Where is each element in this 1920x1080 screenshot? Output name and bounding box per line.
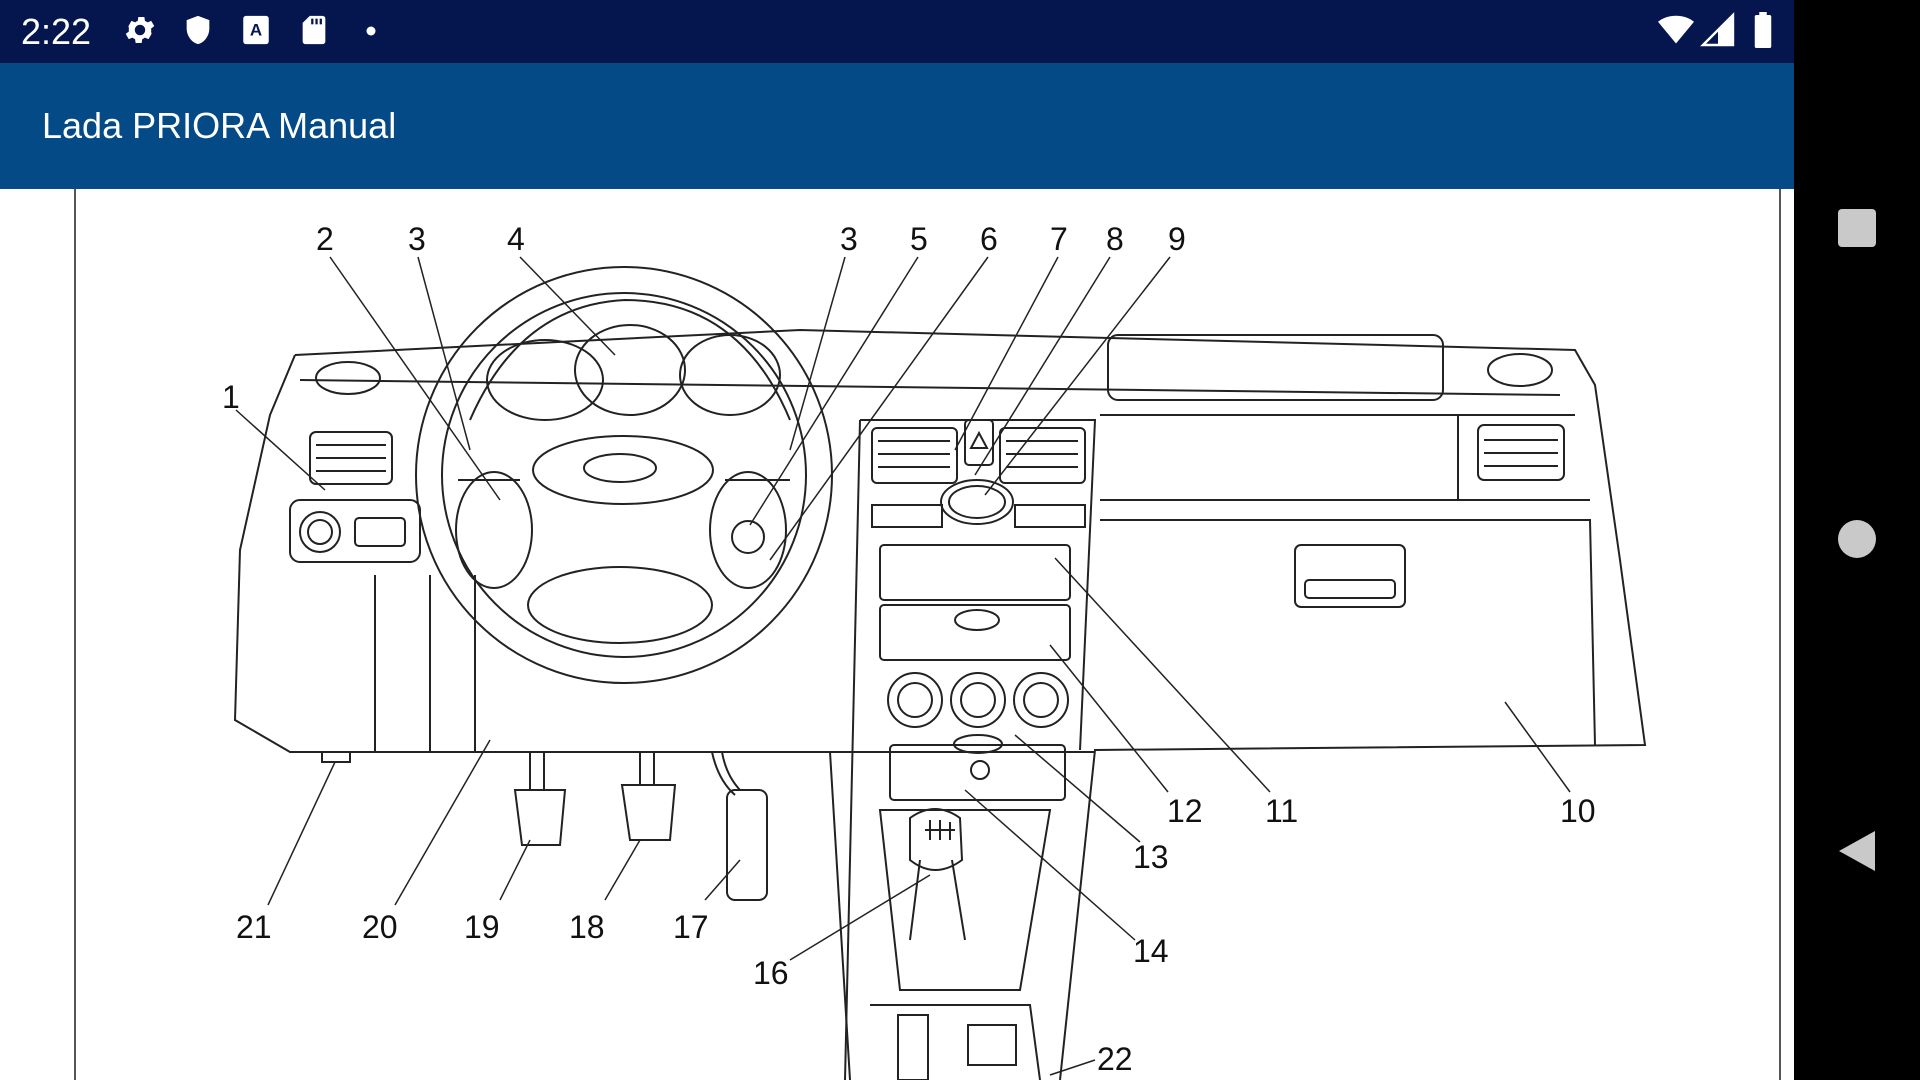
callout-5: 5 [910,221,928,257]
home-circle-icon[interactable] [1824,506,1890,572]
shield-icon [181,12,215,53]
battery-icon [1752,12,1774,53]
keyboard-a-icon: A [239,12,273,53]
recents-square-icon[interactable] [1824,195,1890,261]
callout-21: 21 [236,909,272,945]
status-bar: 2:22 A [0,0,1794,63]
app-title: Lada PRIORA Manual [42,105,397,146]
callout-11: 11 [1265,793,1298,829]
callout-1: 1 [222,379,240,415]
callout-18: 18 [569,909,605,945]
wifi-icon [1657,12,1695,53]
callout-4: 4 [507,221,525,257]
callout-13: 13 [1133,839,1169,875]
status-time: 2:22 [21,11,92,52]
back-triangle-icon[interactable] [1824,818,1890,884]
app-bar: Lada PRIORA Manual [0,63,1794,189]
callout-12: 12 [1167,793,1203,829]
callout-22: 22 [1097,1041,1133,1077]
callout-3b: 3 [840,221,858,257]
callout-14: 14 [1133,933,1169,969]
callout-17: 17 [673,909,709,945]
callout-8: 8 [1106,221,1124,257]
callout-7: 7 [1050,221,1068,257]
navigation-bar [1794,0,1920,1080]
callout-19: 19 [464,909,500,945]
callout-16: 16 [753,955,789,991]
content-area[interactable]: 1 2 3 4 3 5 6 7 8 9 10 11 12 13 14 16 17… [0,189,1794,1080]
gear-icon [122,12,158,53]
callout-2: 2 [316,221,334,257]
dashboard-diagram: 1 2 3 4 3 5 6 7 8 9 10 11 12 13 14 16 17… [74,189,1781,1080]
dot-icon [364,24,378,43]
callout-3a: 3 [408,221,426,257]
signal-icon [1700,12,1736,53]
callout-20: 20 [362,909,398,945]
callout-9: 9 [1168,221,1186,257]
callout-6: 6 [980,221,998,257]
sd-card-icon [297,12,331,53]
callout-10: 10 [1560,793,1596,829]
svg-text:A: A [250,21,262,40]
